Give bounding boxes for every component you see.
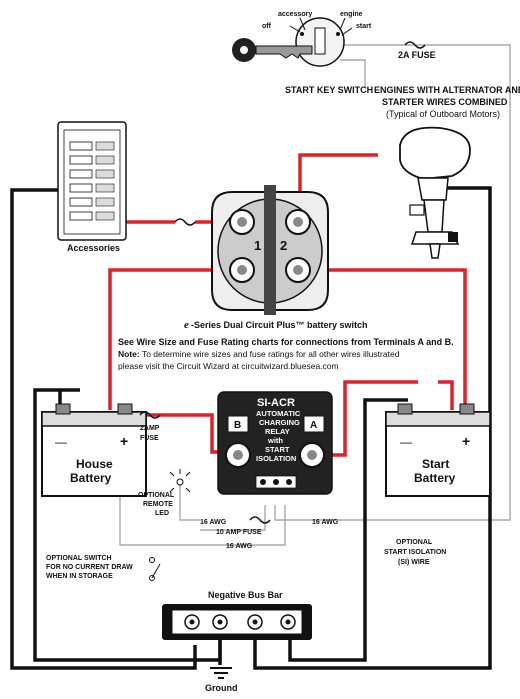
si-acr-line5: START <box>265 445 290 454</box>
remote-led-icon <box>169 469 191 493</box>
ground-icon <box>210 667 232 679</box>
start-battery-plus-icon: + <box>462 433 470 449</box>
si-acr-line6: ISOLATION <box>256 454 296 463</box>
switch-label-2: FOR NO CURRENT DRAW <box>46 564 133 571</box>
si-acr-relay <box>217 391 333 495</box>
accessories-fuse <box>174 218 196 226</box>
switch-label-1: OPTIONAL SWITCH <box>46 555 112 562</box>
wires <box>10 44 511 670</box>
start-battery-minus-icon: — <box>400 435 412 449</box>
ground-label: Ground <box>205 683 238 693</box>
si-acr-line1: AUTOMATIC <box>256 409 301 418</box>
breaker-row <box>69 141 115 221</box>
si-acr-terminal-b: B <box>234 420 241 431</box>
si-acr-line4: with <box>267 436 283 445</box>
battery-switch[interactable] <box>211 185 329 315</box>
engine-label-line2: STARTER WIRES COMBINED <box>382 97 508 107</box>
house-battery-label-1: House <box>76 457 113 471</box>
si-acr-title: SI-ACR <box>257 397 295 409</box>
note-line-3: please visit the Circuit Wizard at circu… <box>118 361 339 371</box>
battery-switch-caption: -Series Dual Circuit Plus™ battery switc… <box>191 320 368 330</box>
note-line-2: Note: To determine wire sizes and fuse r… <box>118 349 400 359</box>
si-acr-line2: CHARGING <box>259 418 300 427</box>
fuse-2a-label: 2A FUSE <box>398 50 436 60</box>
si-wire-label-2: START ISOLATION <box>384 549 446 556</box>
si-wire-label-1: OPTIONAL <box>396 539 433 546</box>
si-acr-line3: RELAY <box>265 427 290 436</box>
start-battery-label-1: Start <box>422 457 449 471</box>
key-label-start: start <box>356 23 372 30</box>
note-line-2-bold: Note: <box>118 349 140 359</box>
led-label-1: OPTIONAL <box>138 492 175 499</box>
negative-bus-bar <box>162 604 312 640</box>
bus-bar-label: Negative Bus Bar <box>208 590 283 600</box>
awg16-label-a: 16 AWG <box>200 519 227 526</box>
fuse-2amp-label-1: 2AMP <box>140 425 160 432</box>
house-battery-label-2: Battery <box>70 471 112 485</box>
battery-switch-terminal-1: 1 <box>254 238 261 253</box>
optional-switch[interactable] <box>149 557 161 581</box>
awg16-label-c: 16 AWG <box>312 519 339 526</box>
key-switch-title: START KEY SWITCH <box>285 85 373 95</box>
start-key-switch[interactable] <box>289 17 353 67</box>
key-label-engine: engine <box>340 11 363 18</box>
start-battery: — + <box>385 403 491 497</box>
switch-label-3: WHEN IN STORAGE <box>46 573 113 580</box>
house-battery-plus-icon: + <box>120 433 128 449</box>
key-label-accessory: accessory <box>278 11 312 18</box>
fuse-2amp <box>139 411 161 419</box>
outboard-motor-icon <box>399 126 471 259</box>
fuse-2amp-label-2: FUSE <box>140 435 159 442</box>
engine-label-line3: (Typical of Outboard Motors) <box>386 109 500 119</box>
note-line-2-text: To determine wire sizes and fuse ratings… <box>140 349 400 359</box>
battery-switch-terminal-2: 2 <box>280 238 287 253</box>
si-acr-terminal-a: A <box>310 420 317 431</box>
start-battery-label-2: Battery <box>414 471 456 485</box>
key-icon <box>232 38 313 62</box>
house-battery-minus-icon: — <box>55 435 67 449</box>
house-battery: — + <box>41 403 147 497</box>
key-label-off: off <box>262 23 272 30</box>
accessories-panel <box>57 121 127 241</box>
fuse-10amp-label: 10 AMP FUSE <box>216 529 262 536</box>
engine-label-line1: ENGINES WITH ALTERNATOR AND <box>374 85 520 95</box>
led-label-3: LED <box>155 510 169 517</box>
note-line-1: See Wire Size and Fuse Rating charts for… <box>118 337 454 347</box>
led-label-2: REMOTE <box>143 501 173 508</box>
awg16-label-b: 16 AWG <box>226 543 253 550</box>
battery-switch-prefix: e <box>184 319 189 331</box>
fuse-2a <box>404 41 426 49</box>
fuse-10amp <box>249 516 271 524</box>
si-wire-label-3: (SI) WIRE <box>398 559 430 566</box>
accessories-title: Accessories <box>67 243 120 253</box>
